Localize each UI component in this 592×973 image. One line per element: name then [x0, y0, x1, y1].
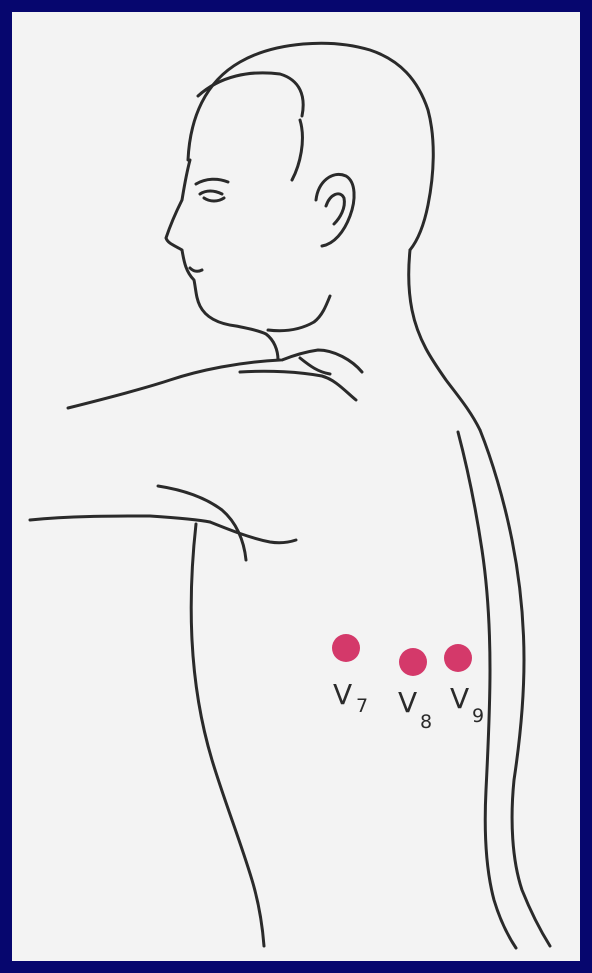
face-profile — [166, 160, 278, 360]
neck-crease — [300, 358, 330, 374]
back-of-neck — [409, 250, 480, 430]
electrode-v8-dot — [399, 648, 427, 676]
hairline — [198, 73, 303, 116]
electrode-v9-sub: 9 — [472, 705, 484, 727]
body-outline — [30, 43, 550, 948]
electrode-v9-letter: V — [450, 682, 469, 715]
electrode-v7-sub: 7 — [356, 695, 368, 717]
electrode-v7-letter: V — [333, 678, 352, 711]
jaw-line — [268, 296, 330, 331]
electrode-v7-dot — [332, 634, 360, 662]
mouth — [190, 268, 202, 271]
shoulder-blade — [240, 371, 356, 400]
armpit-fold — [210, 522, 296, 543]
ear-inner — [326, 194, 344, 224]
electrode-v8-sub: 8 — [420, 711, 432, 733]
armpit — [158, 486, 246, 560]
torso-side — [191, 524, 264, 946]
electrode-v8-letter: V — [398, 686, 417, 719]
upper-arm-top — [68, 360, 280, 408]
upper-arm-bottom — [30, 516, 210, 522]
eyebrow — [196, 179, 228, 184]
electrode-group: V 7 V 8 V 9 — [332, 634, 484, 733]
ear — [316, 174, 354, 246]
sideburn — [292, 120, 302, 180]
electrode-v9-dot — [444, 644, 472, 672]
hair-outline — [188, 43, 433, 250]
front-neck — [282, 350, 362, 372]
eye — [200, 191, 224, 201]
